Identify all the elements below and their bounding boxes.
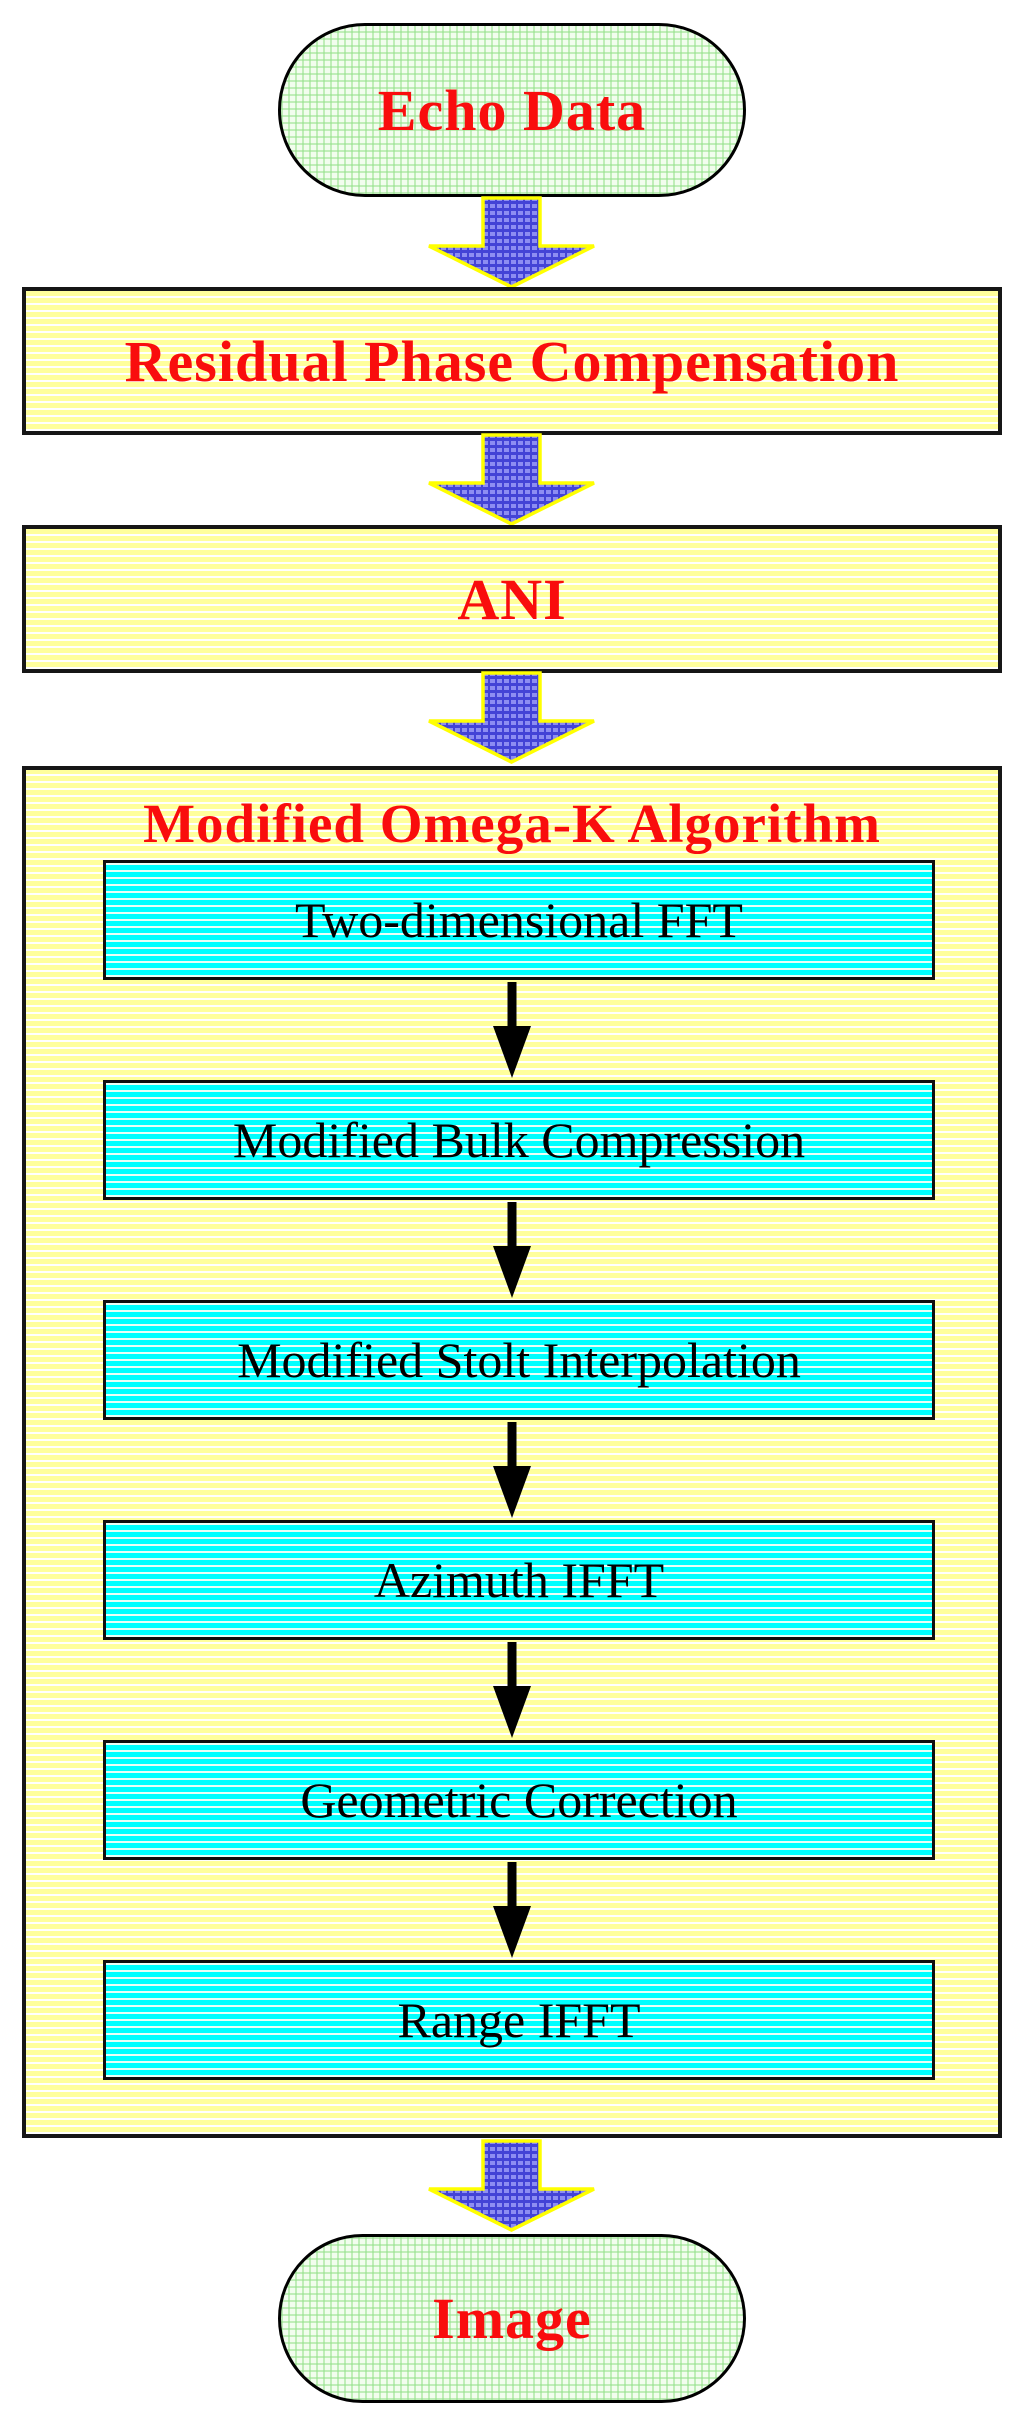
- step-modified-stolt-interpolation: Modified Stolt Interpolation: [103, 1300, 935, 1420]
- step-arrow-down-icon: [493, 1202, 531, 1298]
- terminator-echo-data: Echo Data: [278, 23, 746, 197]
- process-label: ANI: [457, 566, 567, 632]
- step-label: Range IFFT: [397, 1992, 641, 2048]
- terminator-image: Image: [278, 2234, 746, 2403]
- step-label: Modified Bulk Compression: [232, 1112, 806, 1168]
- process-ani: ANI: [22, 525, 1002, 673]
- step-geometric-correction: Geometric Correction: [103, 1740, 935, 1860]
- step-label: Azimuth IFFT: [373, 1552, 665, 1608]
- flow-arrow-down-icon: [428, 196, 595, 289]
- step-range-ifft: Range IFFT: [103, 1960, 935, 2080]
- step-arrow-down-icon: [493, 1642, 531, 1738]
- step-azimuth-ifft: Azimuth IFFT: [103, 1520, 935, 1640]
- flow-arrow-down-icon: [428, 2139, 595, 2232]
- step-arrow-down-icon: [493, 982, 531, 1078]
- step-label: Modified Stolt Interpolation: [237, 1332, 801, 1388]
- step-arrow-down-icon: [493, 1862, 531, 1958]
- step-arrow-down-icon: [493, 1422, 531, 1518]
- step-label: Two-dimensional FFT: [295, 892, 743, 948]
- flow-arrow-down-icon: [428, 671, 595, 764]
- process-label: Residual Phase Compensation: [124, 328, 900, 394]
- omega-k-algorithm-group: Modified Omega-K Algorithm Two-dimension…: [22, 766, 1002, 2138]
- step-two-dimensional-fft: Two-dimensional FFT: [103, 860, 935, 980]
- step-modified-bulk-compression: Modified Bulk Compression: [103, 1080, 935, 1200]
- terminator-label: Image: [432, 2286, 592, 2351]
- terminator-label: Echo Data: [377, 77, 647, 143]
- flow-arrow-down-icon: [428, 433, 595, 526]
- step-label: Geometric Correction: [300, 1772, 738, 1828]
- group-title: Modified Omega-K Algorithm: [143, 793, 881, 854]
- process-residual-phase-compensation: Residual Phase Compensation: [22, 287, 1002, 435]
